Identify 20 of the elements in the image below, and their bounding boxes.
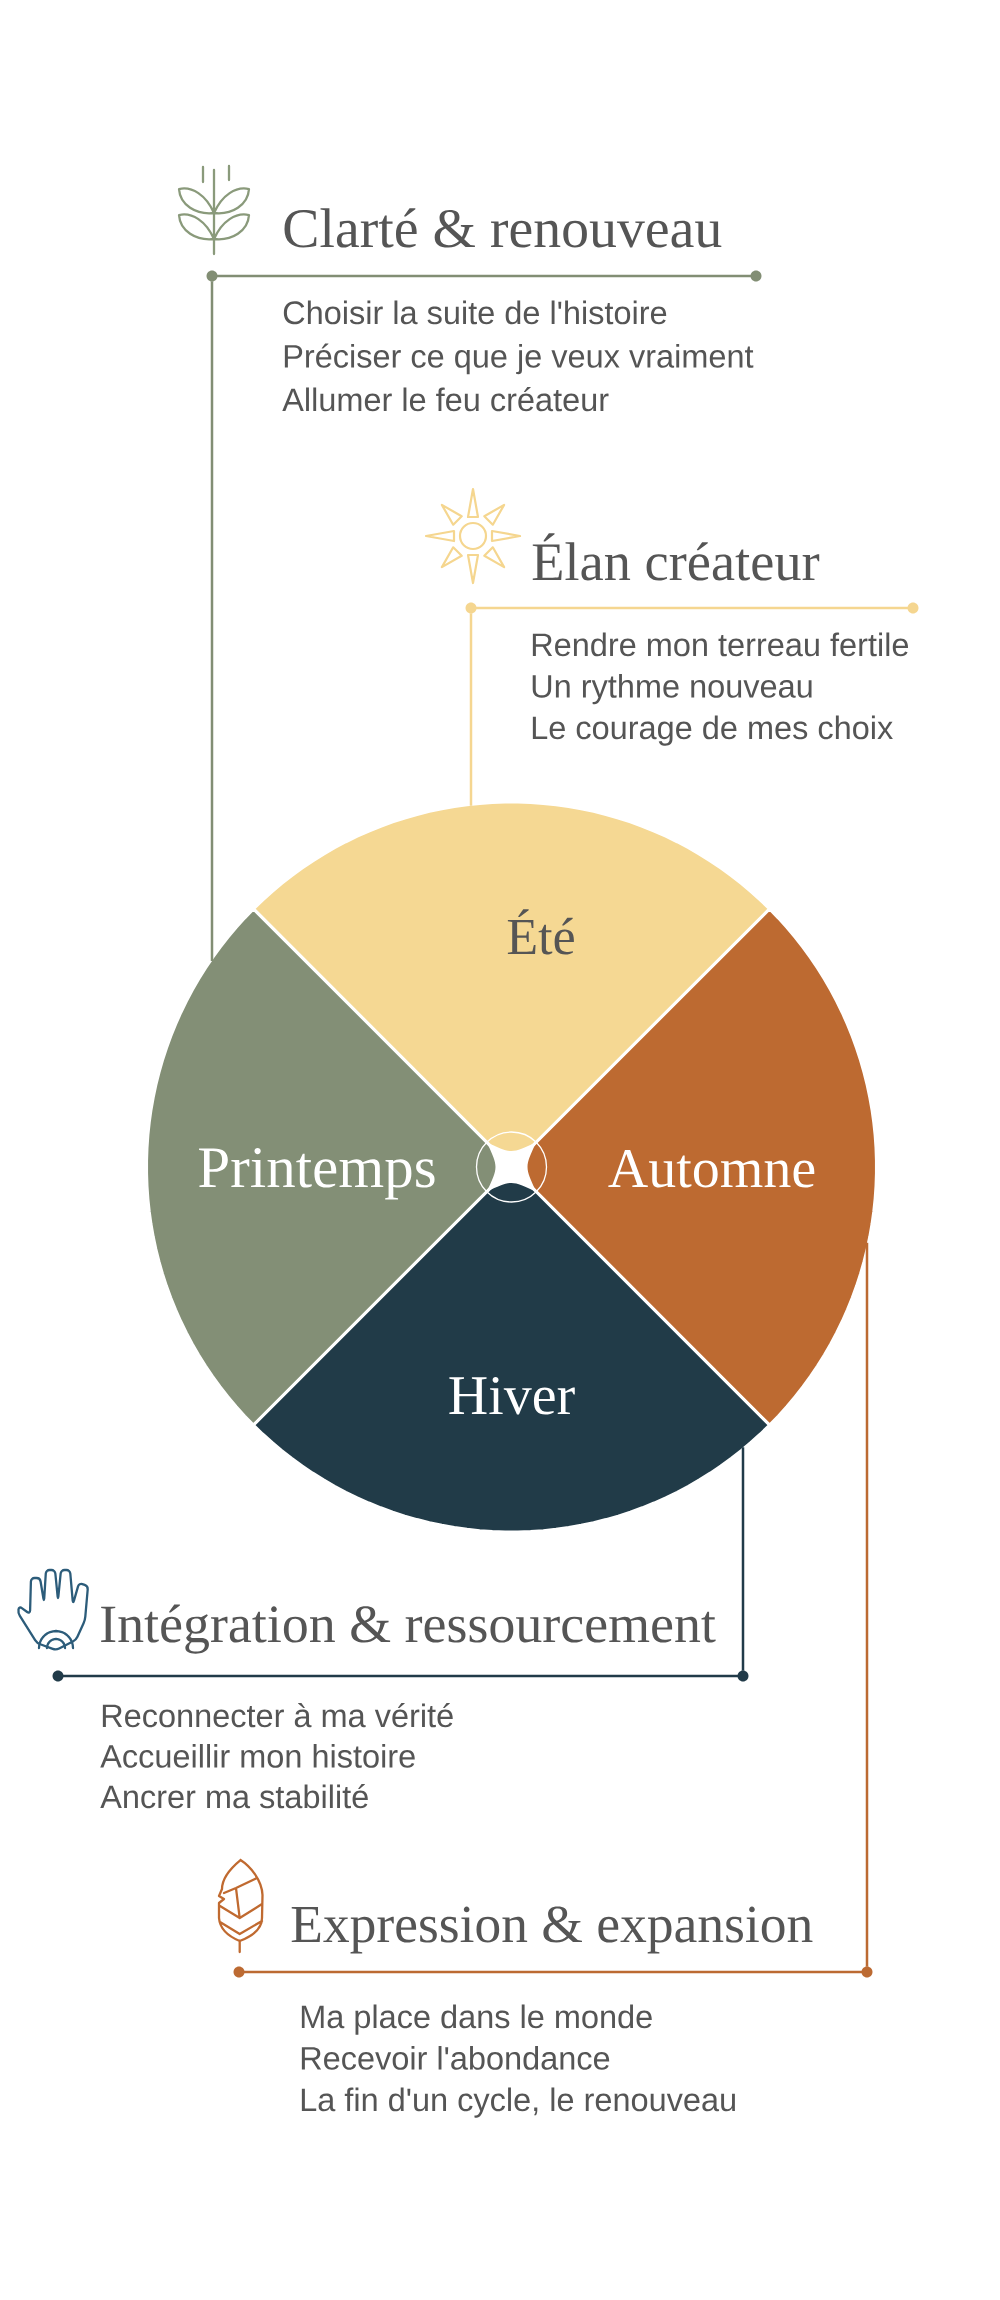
list-item: Accueillir mon histoire [100, 1744, 415, 1768]
list-item: Reconnecter à ma vérité [102, 1703, 453, 1728]
list-item: Ma place dans le monde [301, 2004, 652, 2035]
heading: Intégration & ressourcement [101, 1604, 716, 1654]
list-item: Choisir la suite de l'histoire [283, 300, 667, 325]
list-item: Un rythme nouveau [532, 674, 812, 705]
leader-line [469, 613, 473, 806]
leader-line [210, 281, 214, 961]
heading: Élan créateur [532, 533, 820, 581]
list-item: Ancrer ma stabilité [100, 1784, 368, 1809]
list-item: La fin d'un cycle, le renouveau [301, 2087, 735, 2118]
heading: Clarté & renouveau [284, 208, 722, 248]
list-item: Rendre mon terreau fertile [532, 632, 909, 657]
list-item: Le courage de mes choix [532, 715, 893, 746]
heading: Expression & expansion [291, 1906, 813, 1954]
leader-line [865, 1242, 869, 1967]
leader-line [741, 1447, 745, 1671]
list-item: Préciser ce que je veux vraiment [284, 343, 754, 375]
list-item: Recevoir l'abondance [301, 2046, 610, 2070]
list-item: Allumer le feu créateur [282, 387, 609, 412]
